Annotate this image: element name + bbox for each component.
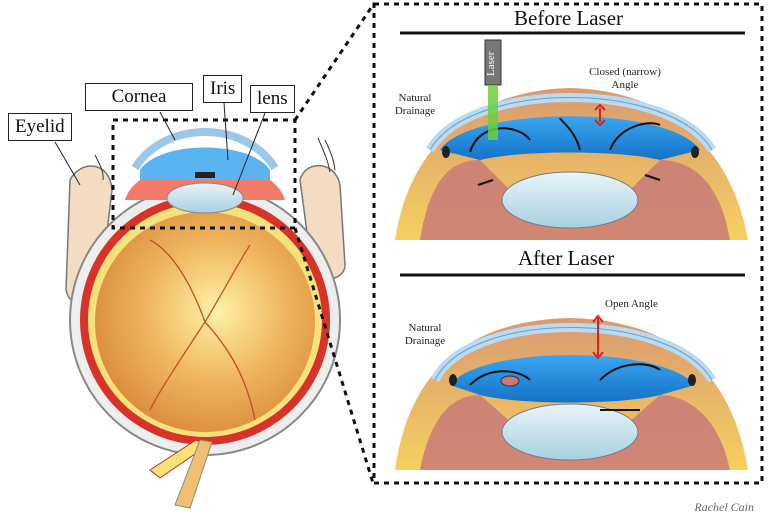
laser-beam — [488, 85, 498, 140]
eyeball — [69, 128, 341, 509]
closed-angle-label: Closed (narrow) Angle — [589, 66, 661, 91]
after-laser-title: After Laser — [518, 246, 615, 270]
natural-drainage-label-before: Natural Drainage — [394, 92, 436, 117]
iris-label: Iris — [203, 75, 243, 103]
natural-drainage-label-after: Natural Drainage — [404, 322, 446, 347]
zoom-region-box — [111, 118, 297, 230]
lens-label: lens — [250, 85, 295, 113]
open-angle-label: Open Angle — [605, 298, 658, 310]
artist-signature: Rachel Cain — [694, 500, 754, 514]
eyelid-label: Eyelid — [8, 113, 72, 141]
before-anterior-chamber — [395, 39, 748, 240]
detail-panel-box — [372, 2, 764, 485]
cornea-label: Cornea — [85, 83, 193, 111]
after-anterior-chamber — [395, 314, 748, 470]
laser-label: Laser — [485, 51, 497, 77]
before-laser-title: Before Laser — [514, 6, 624, 30]
